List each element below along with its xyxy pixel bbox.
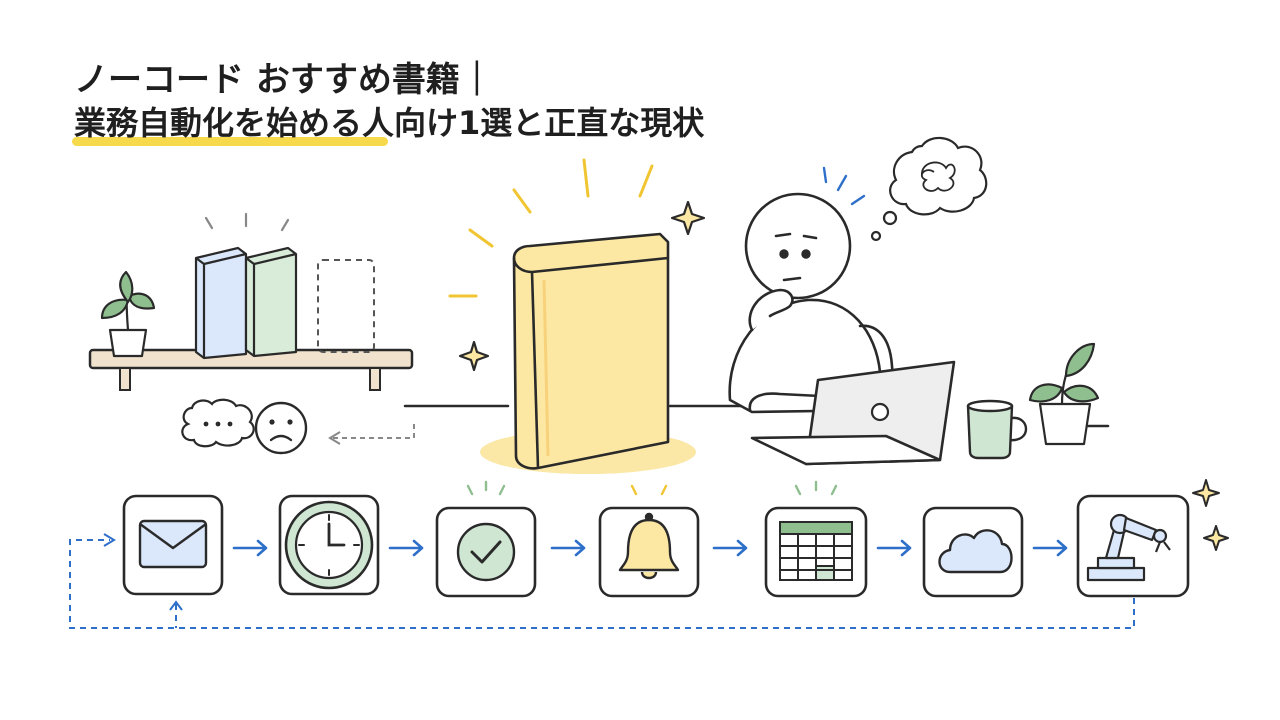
mug-icon	[966, 399, 1028, 460]
envelope-icon	[138, 519, 208, 569]
thinking-person-icon	[728, 192, 896, 414]
sparkle-star-icon	[458, 340, 490, 372]
plant-desk-icon	[1028, 342, 1100, 446]
workflow-step-clock	[278, 494, 380, 596]
dashed-arrow-back-icon	[332, 424, 415, 439]
book-blue-icon	[194, 246, 248, 360]
sparkle-star-icon	[1203, 525, 1229, 551]
workflow-step-cloud	[922, 506, 1024, 598]
spreadsheet-icon	[779, 521, 853, 581]
title-line-1: ノーコード おすすめ書籍｜	[74, 60, 494, 101]
robot-arm-icon	[1086, 513, 1171, 582]
book-green-icon	[244, 246, 298, 358]
bookshelf	[88, 348, 414, 391]
sparkle-star-icon	[1192, 479, 1220, 507]
clock-icon	[284, 500, 374, 590]
hero-title: ノーコード おすすめ書籍｜ 業務自動化を始める人向け1選と正直な現状	[74, 59, 704, 143]
bell-icon	[618, 512, 680, 580]
checkmark-circle-icon	[456, 522, 516, 582]
missing-book-outline	[317, 259, 375, 353]
workflow-step-sheet	[764, 480, 868, 598]
workflow-loop-line	[69, 539, 1135, 629]
glow-rays	[448, 158, 654, 298]
worry-lines	[822, 166, 866, 206]
plant-shelf-icon	[100, 270, 156, 358]
workflow-step-bell	[598, 484, 700, 598]
flow-arrows	[232, 539, 1068, 557]
sad-face-icon	[254, 401, 308, 455]
title-line-2: 業務自動化を始める人向け1選と正直な現状	[74, 103, 705, 142]
featured-book-icon	[512, 232, 670, 470]
laptop-icon	[750, 360, 956, 466]
thought-bubble-dots	[181, 398, 255, 448]
workflow-step-mail	[122, 494, 224, 596]
thought-bubble-tangle	[870, 136, 988, 242]
sparkle-lines-shelf	[204, 212, 290, 232]
workflow-step-robot	[1076, 494, 1190, 598]
title-underline	[72, 137, 388, 146]
sparkle-star-icon	[670, 200, 706, 236]
cloud-icon	[938, 529, 1013, 574]
workflow-step-check	[435, 480, 537, 598]
